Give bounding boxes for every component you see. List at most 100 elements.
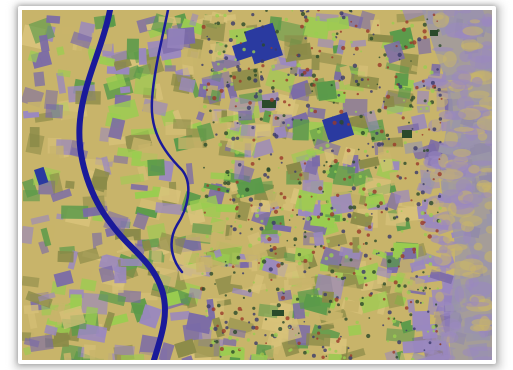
settlement-dot [321,345,325,349]
settlement-dot [343,177,347,181]
field-parcel [203,182,231,194]
settlement-dot [357,148,360,151]
settlement-dot [254,73,257,77]
settlement-dot [255,88,258,92]
settlement-dot [367,225,372,229]
settlement-dot [370,292,373,295]
field-parcel [33,71,46,87]
field-parcel [272,224,292,233]
hill-texture [443,189,463,198]
hill-texture [476,115,492,131]
settlement-dot [258,19,262,23]
field-parcel [289,187,301,205]
settlement-dot [238,224,243,229]
dark-patch [430,30,438,36]
settlement-dot [328,165,331,168]
settlement-dot [260,77,264,81]
settlement-dot [347,123,350,126]
field-parcel [101,156,112,176]
settlement-dot [372,270,376,274]
settlement-dot [333,208,337,212]
settlement-dot [302,70,307,75]
settlement-dot [288,326,291,329]
field-parcel [207,218,234,235]
settlement-dot [308,266,311,269]
settlement-dot [300,11,306,17]
settlement-dot [246,105,251,110]
field-parcel [153,83,164,101]
settlement-dot [215,340,219,344]
field-parcel [138,48,147,65]
settlement-dot [370,90,373,93]
field-parcel [164,65,176,72]
settlement-dot [428,128,431,131]
settlement-dot [406,290,411,295]
settlement-dot [280,161,283,164]
settlement-dot [428,213,434,218]
settlement-dot [384,207,389,211]
settlement-dot [329,253,334,258]
settlement-dot [314,245,317,248]
settlement-dot [239,116,242,119]
field-parcel [409,259,426,273]
field-parcel [61,110,79,130]
settlement-dot [417,288,419,291]
settlement-dot [369,257,372,260]
settlement-dot [275,97,280,101]
settlement-dot [255,213,260,218]
settlement-dot [303,15,308,19]
settlement-dot [217,71,221,75]
settlement-dot [329,212,335,217]
settlement-dot [336,193,340,197]
settlement-dot [266,167,271,173]
settlement-dot [379,201,383,206]
field-parcel [180,18,205,36]
settlement-dot [304,156,309,161]
settlement-dot [223,67,227,72]
settlement-dot [248,321,251,324]
settlement-dot [324,256,329,261]
settlement-dot [230,82,234,86]
hill-texture [481,13,492,27]
settlement-dot [343,276,347,280]
settlement-dot [439,121,442,124]
hill-texture [484,201,492,210]
settlement-dot [271,86,275,90]
field-parcel [27,50,39,63]
settlement-dot [423,99,427,103]
settlement-dot [403,161,407,165]
field-parcel [385,212,407,227]
settlement-dot [325,170,330,175]
settlement-dot [376,182,381,188]
settlement-dot [438,44,442,48]
settlement-dot [405,20,409,24]
settlement-dot [224,44,228,48]
settlement-dot [214,22,217,25]
field-parcel [106,66,130,75]
field-parcel [375,266,393,279]
settlement-dot [432,178,435,181]
settlement-dot [411,127,414,130]
settlement-dot [285,316,290,321]
settlement-dot [203,211,206,214]
field-parcel [326,16,350,32]
settlement-dot [288,103,291,107]
field-parcel [137,165,149,182]
settlement-dot [300,118,303,121]
settlement-dot [426,18,429,21]
settlement-dot [311,353,316,358]
field-parcel [53,270,74,288]
hill-texture [442,51,457,68]
settlement-dot [279,156,284,160]
settlement-dot [401,116,405,120]
settlement-dot [345,87,347,89]
settlement-dot [235,207,239,211]
settlement-dot [304,254,309,260]
settlement-dot [385,57,389,61]
field-parcel [189,195,219,212]
settlement-dot [316,215,321,219]
field-parcel [57,250,74,263]
settlement-dot [322,246,326,250]
settlement-dot [325,355,328,358]
field-parcel [384,349,402,360]
